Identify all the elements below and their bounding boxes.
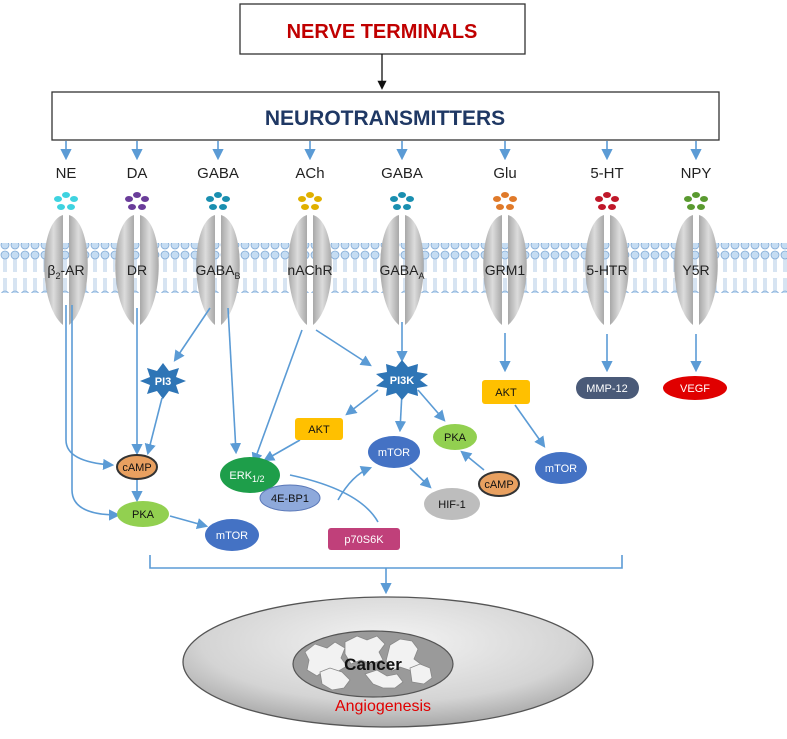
svg-text:ERK1/2: ERK1/2 (229, 470, 264, 484)
receptor (585, 215, 629, 325)
mmp12-node: MMP-12 (576, 377, 639, 399)
pka-mid-node: PKA (433, 424, 477, 450)
receptor (483, 215, 527, 325)
svg-text:PI3K: PI3K (390, 375, 415, 387)
neurotransmitters-box (51, 91, 720, 141)
receptor (115, 215, 159, 325)
neurotransmitter-label: ACh (295, 165, 324, 182)
receptor (380, 215, 424, 325)
p70s6k-node: p70S6K (328, 528, 400, 550)
hif1-node: HIF-1 (424, 488, 480, 520)
receptor (196, 215, 240, 325)
ligand-cluster (493, 192, 517, 210)
receptor-label: β2-AR (47, 262, 84, 281)
receptor-label: GABAA (380, 262, 425, 281)
receptor-label: Y5R (682, 262, 709, 278)
svg-text:p70S6K: p70S6K (344, 534, 384, 546)
camp-left-node: cAMP (116, 454, 158, 480)
neurotransmitter-label: GABA (197, 165, 239, 182)
svg-text:AKT: AKT (495, 387, 517, 399)
four-ebp1-node: 4E-BP1 (259, 484, 321, 512)
column-7: NPY Y5R (674, 141, 718, 325)
pi3-node: PI3 (140, 363, 186, 399)
neurotransmitter-label: 5-HT (590, 165, 623, 182)
column-6: 5-HT 5-HTR (585, 141, 629, 325)
neurotransmitter-label: NE (56, 165, 77, 182)
nerve-terminals-title: NERVE TERMINALS (287, 21, 478, 43)
column-2: GABA GABAB (196, 141, 241, 325)
column-4: GABA GABAA (380, 141, 425, 325)
svg-text:PKA: PKA (132, 509, 155, 521)
nerve-terminals-box (239, 3, 526, 55)
receptor-label: DR (127, 262, 147, 278)
ligand-cluster (595, 192, 619, 210)
ligand-cluster (298, 192, 322, 210)
signaling-arrows (65, 305, 702, 595)
neurotransmitter-label: Glu (493, 165, 516, 182)
akt-mid-node: AKT (295, 418, 343, 440)
vegf-node: VEGF (663, 376, 727, 400)
receptor-label: nAChR (287, 262, 332, 278)
mtor-right-node: mTOR (535, 452, 587, 484)
neurotransmitter-label: NPY (681, 165, 712, 182)
receptor (44, 215, 88, 325)
svg-text:mTOR: mTOR (545, 463, 577, 475)
receptor-label: GRM1 (485, 262, 526, 278)
svg-text:mTOR: mTOR (378, 447, 410, 459)
svg-text:HIF-1: HIF-1 (438, 499, 466, 511)
mtor-left-node: mTOR (205, 519, 259, 551)
svg-text:cAMP: cAMP (484, 479, 513, 491)
receptor-label: 5-HTR (586, 262, 627, 278)
column-1: DA DR (115, 141, 159, 325)
receptor-label: GABAB (196, 262, 241, 281)
svg-text:4E-BP1: 4E-BP1 (271, 493, 309, 505)
ligand-cluster (54, 192, 78, 210)
column-0: NE β2-AR (44, 141, 88, 325)
akt-right-node: AKT (482, 380, 530, 404)
pka-left-node: PKA (117, 501, 169, 527)
neurotransmitter-label: DA (127, 165, 148, 182)
svg-text:MMP-12: MMP-12 (586, 383, 628, 395)
svg-text:AKT: AKT (308, 424, 330, 436)
svg-text:PI3: PI3 (155, 376, 172, 388)
tumor-cells (304, 635, 433, 691)
svg-text:PKA: PKA (444, 432, 467, 444)
svg-text:VEGF: VEGF (680, 383, 710, 395)
camp-mid-node: cAMP (478, 471, 520, 497)
svg-text:mTOR: mTOR (216, 530, 248, 542)
ligand-cluster (684, 192, 708, 210)
mtor-mid-node: mTOR (368, 436, 420, 468)
cancer-label: Cancer (344, 655, 402, 674)
neurotransmitter-label: GABA (381, 165, 423, 182)
angiogenesis-label: Angiogenesis (335, 698, 431, 715)
svg-text:cAMP: cAMP (122, 462, 151, 474)
ligand-cluster (125, 192, 149, 210)
pi3k-node: PI3K (376, 360, 428, 400)
ligand-cluster (206, 192, 230, 210)
receptor (288, 215, 332, 325)
neurotransmitters-title: NEUROTRANSMITTERS (265, 107, 505, 130)
ligand-cluster (390, 192, 414, 210)
erk-node: ERK1/2 (220, 457, 280, 493)
column-3: ACh nAChR (287, 141, 333, 325)
receptor (674, 215, 718, 325)
